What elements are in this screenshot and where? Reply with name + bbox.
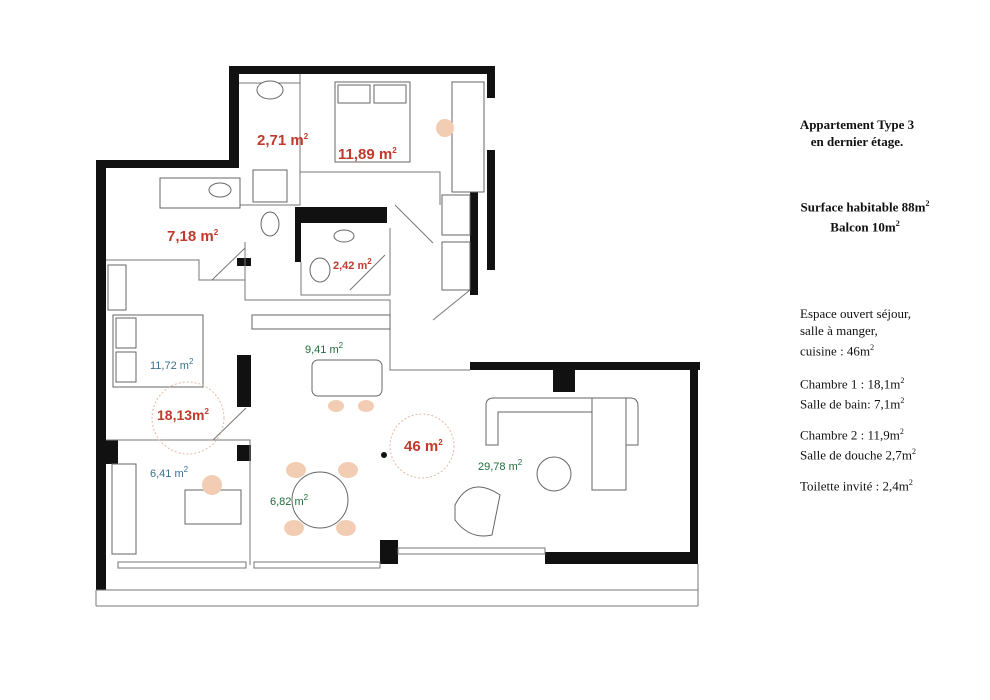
area-kitchen: 9,41 m2 [305, 341, 344, 356]
area-bed1-office: 6,41 m2 [150, 465, 189, 480]
wall-int-1 [237, 258, 251, 266]
door-entrance [432, 289, 471, 321]
wall-right-mid [470, 165, 478, 295]
info-chambre-1: Chambre 1 : 18,1m2 Salle de bain: 7,1m2 [800, 372, 950, 413]
chambre2-line: Chambre 2 : 11,9m2 [800, 427, 904, 443]
door-bed1 [212, 407, 247, 441]
wall-wc-top [295, 207, 387, 223]
center-dot [381, 452, 387, 458]
room-labels: 2,71 m2 11,89 m2 7,18 m2 2,42 m2 9,41 m2… [150, 132, 523, 508]
stool-2 [358, 400, 374, 412]
wall-living-right [690, 362, 698, 562]
wardrobe-bed1 [107, 264, 127, 311]
toilette-line: Toilette invité : 2,4m2 [800, 478, 913, 494]
bed1-bottom [106, 439, 251, 565]
walls [96, 66, 700, 590]
armchair [454, 486, 501, 537]
area-bath-271: 2,71 m2 [257, 132, 309, 149]
dining-chair-3 [284, 520, 304, 536]
closet-1 [441, 194, 471, 236]
wall-living-top [470, 362, 700, 370]
chair-bed2 [436, 119, 454, 137]
door-wc [349, 254, 386, 291]
toilet-242 [309, 257, 331, 283]
closet-bed1 [111, 463, 137, 555]
sofa-chaise [591, 397, 627, 491]
stool-1 [328, 400, 344, 412]
area-bedroom-1: 18,13m2 [157, 407, 209, 423]
surface-line: Surface habitable 88m2 [800, 199, 930, 215]
pillow-a [337, 84, 371, 104]
coffee-table [536, 456, 572, 492]
wc-outline [300, 228, 391, 296]
pillar [553, 370, 575, 392]
wall-bath-top [96, 160, 239, 168]
window-living [397, 547, 546, 555]
area-dining: 6,82 m2 [270, 493, 309, 508]
pillow-c [115, 317, 137, 349]
pillar-bottom [380, 540, 398, 564]
counter [251, 314, 391, 330]
wall-int-3 [237, 445, 251, 461]
area-wc-242: 2,42 m2 [333, 257, 372, 272]
closet-2 [441, 241, 471, 291]
dining-chair-1 [286, 462, 306, 478]
sink-271 [256, 80, 284, 100]
wall-top [229, 66, 495, 74]
wardrobe-bed2 [451, 81, 485, 193]
info-toilette: Toilette invité : 2,4m2 [800, 474, 950, 494]
open-line-2: salle à manger, [800, 323, 878, 338]
window-bed1 [117, 561, 247, 569]
door-bath [211, 247, 246, 281]
toilet-718 [260, 211, 280, 237]
info-title: Appartement Type 3 en dernier étage. [782, 116, 932, 150]
door-bed2 [394, 204, 434, 244]
balcon-line: Balcon 10m2 [830, 219, 900, 235]
open-line-1: Espace ouvert séjour, [800, 306, 912, 321]
title-line-2: en dernier étage. [810, 134, 904, 149]
sink-718 [208, 182, 232, 198]
shower-271 [252, 169, 288, 203]
info-chambre-2: Chambre 2 : 11,9m2 Salle de douche 2,7m2 [800, 423, 950, 464]
bedroom2-outline [299, 74, 441, 205]
dining-chair-4 [336, 520, 356, 536]
pillow-d [115, 351, 137, 383]
island [311, 359, 383, 397]
bed1-circle [151, 381, 225, 455]
sdd-line: Salle de douche 2,7m2 [800, 447, 916, 463]
area-open-space: 46 m2 [404, 438, 443, 455]
wall-living-bottom [545, 552, 698, 564]
kitchen-outline [244, 242, 470, 371]
living-circle [389, 413, 455, 479]
dining-table [291, 471, 349, 529]
wall-left-upper [229, 66, 239, 166]
title-line-1: Appartement Type 3 [799, 117, 915, 132]
wall-wc-left [295, 207, 301, 262]
wall-int-4 [102, 440, 118, 464]
thin-walls [95, 74, 699, 607]
sink-242 [333, 229, 355, 243]
chambre1-line: Chambre 1 : 18,1m2 [800, 376, 905, 392]
wall-right-window [487, 150, 495, 270]
window-dining [253, 561, 381, 569]
desk-chair [202, 475, 222, 495]
furniture [107, 80, 639, 555]
sdb-line: Salle de bain: 7,1m2 [800, 396, 905, 412]
area-bath-718: 7,18 m2 [167, 228, 219, 245]
info-open-space: Espace ouvert séjour, salle à manger, cu… [800, 305, 950, 359]
pillow-b [373, 84, 407, 104]
info-surface: Surface habitable 88m2 Balcon 10m2 [780, 195, 950, 236]
dining-chair-2 [338, 462, 358, 478]
area-bed1-sleeping: 11,72 m2 [150, 357, 194, 372]
open-line-3: cuisine : 46m2 [800, 343, 875, 359]
wall-right-top [487, 66, 495, 98]
desk [184, 489, 242, 525]
area-bedroom-2: 11,89 m2 [338, 146, 397, 163]
wall-int-2 [237, 355, 251, 407]
bath-718-outline [106, 259, 245, 281]
wall-left [96, 160, 106, 590]
area-living: 29,78 m2 [478, 458, 523, 473]
